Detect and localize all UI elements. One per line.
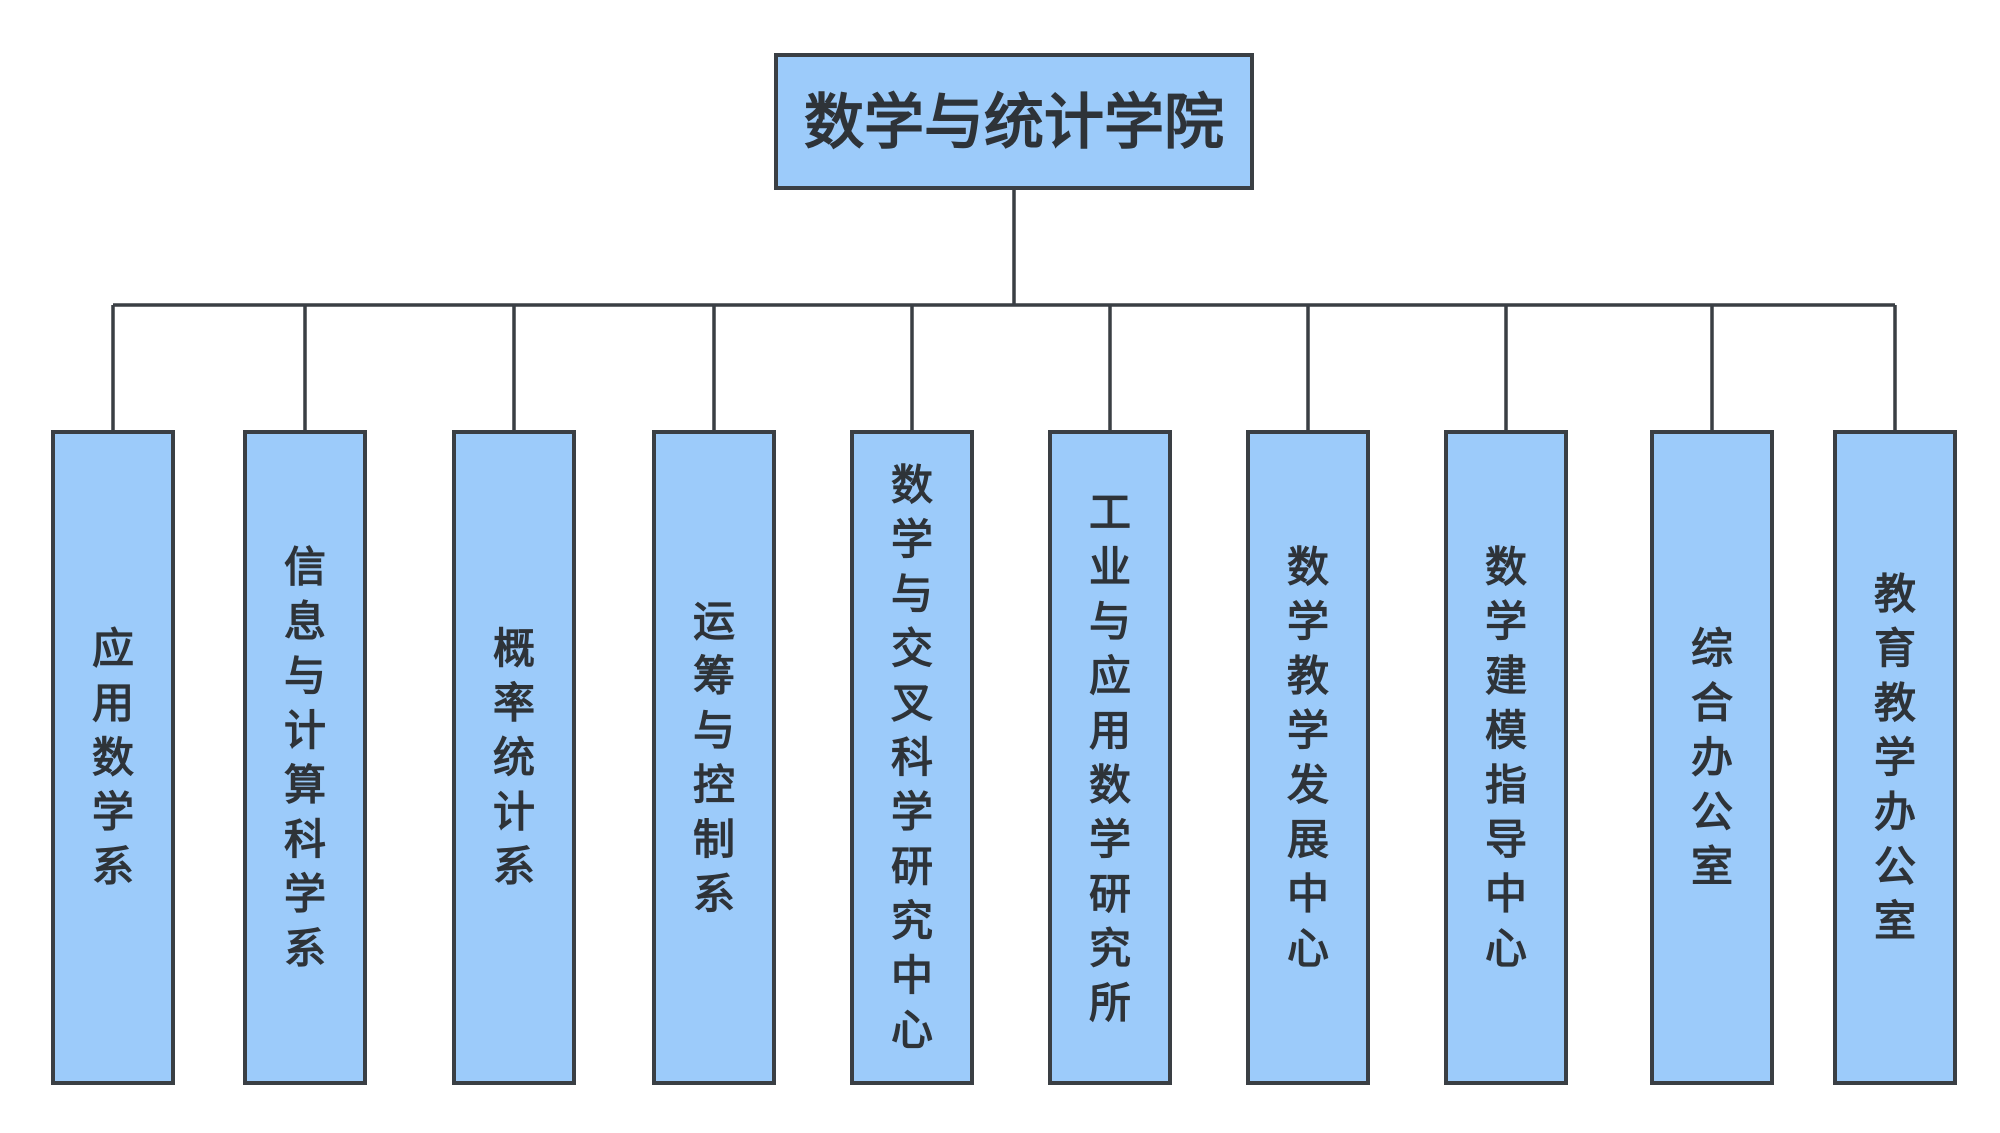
node-operations-control: 运筹与控制系	[652, 430, 776, 1085]
child-nodes: 应用数学系 信息与计算科学系 概率统计系 运筹与控制系 数学与交叉科学研究中心 工业与应用…	[51, 430, 1957, 1085]
node-label-math-teaching-center: 数学教学发展中心	[1287, 542, 1329, 973]
node-box-probability-stats	[452, 430, 576, 1085]
node-education-office: 教育教学办公室	[1833, 430, 1957, 1085]
node-box-general-office	[1650, 430, 1774, 1085]
node-math-teaching-center: 数学教学发展中心	[1246, 430, 1370, 1085]
node-box-info-computing	[243, 430, 367, 1085]
root-node: 数学与统计学院	[774, 53, 1254, 190]
node-label-modeling-center: 数学建模指导中心	[1485, 542, 1527, 973]
node-label-applied-math: 应用数学系	[92, 624, 134, 891]
node-label-probability-stats: 概率统计系	[493, 624, 535, 891]
node-box-industrial-math-institute	[1048, 430, 1172, 1085]
root-node-label: 数学与统计学院	[804, 88, 1224, 158]
node-industrial-math-institute: 工业与应用数学研究所	[1048, 430, 1172, 1085]
node-box-applied-math	[51, 430, 175, 1085]
node-info-computing: 信息与计算科学系	[243, 430, 367, 1085]
node-modeling-center: 数学建模指导中心	[1444, 430, 1568, 1085]
node-label-education-office: 教育教学办公室	[1874, 570, 1916, 946]
node-interdisciplinary-center: 数学与交叉科学研究中心	[850, 430, 974, 1085]
child-drops	[111, 305, 1897, 432]
node-general-office: 综合办公室	[1650, 430, 1774, 1085]
node-label-interdisciplinary-center: 数学与交叉科学研究中心	[891, 461, 933, 1055]
node-box-interdisciplinary-center	[850, 430, 974, 1085]
node-box-operations-control	[652, 430, 776, 1085]
node-label-industrial-math-institute: 工业与应用数学研究所	[1089, 488, 1131, 1028]
node-box-math-teaching-center	[1246, 430, 1370, 1085]
connectors	[111, 190, 1897, 432]
node-probability-stats: 概率统计系	[452, 430, 576, 1085]
node-box-education-office	[1833, 430, 1957, 1085]
root-node-box	[774, 53, 1254, 190]
node-applied-math: 应用数学系	[51, 430, 175, 1085]
node-box-modeling-center	[1444, 430, 1568, 1085]
node-label-general-office: 综合办公室	[1691, 624, 1733, 891]
node-label-operations-control: 运筹与控制系	[693, 597, 735, 919]
node-label-info-computing: 信息与计算科学系	[284, 542, 326, 973]
